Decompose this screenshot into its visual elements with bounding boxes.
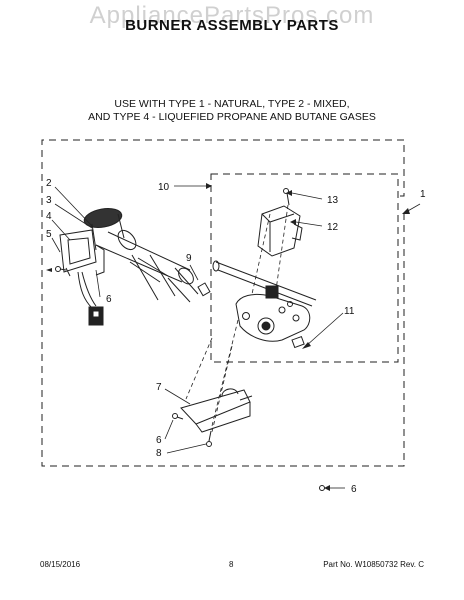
callout-13: 13	[327, 195, 339, 206]
callout-4: 4	[46, 211, 52, 222]
mounting-bracket	[172, 388, 330, 491]
valve-assembly	[212, 188, 317, 349]
igniter-wire	[77, 271, 104, 326]
callout-6-screw: 6	[351, 484, 357, 495]
alignment-lines	[185, 204, 289, 433]
leader-arrowheads	[46, 183, 410, 491]
igniter-bracket	[55, 229, 105, 277]
callout-10: 10	[158, 182, 170, 193]
callout-9: 9	[186, 253, 192, 264]
subtitle-line-1: USE WITH TYPE 1 - NATURAL, TYPE 2 - MIXE…	[114, 98, 350, 110]
callout-5: 5	[46, 229, 52, 240]
callout-11: 11	[344, 306, 355, 317]
valve-boundary	[210, 173, 399, 363]
footer-part-number: Part No. W10850732 Rev. C	[323, 560, 424, 569]
callout-6-bracket: 6	[156, 435, 162, 446]
callout-12: 12	[327, 222, 339, 233]
callout-3: 3	[46, 195, 52, 206]
page-title: BURNER ASSEMBLY PARTS	[125, 17, 339, 34]
watermark: AppliancePartsPros.com	[89, 2, 375, 29]
callout-2: 2	[46, 178, 52, 189]
subtitle-line-2: AND TYPE 4 - LIQUEFIED PROPANE AND BUTAN…	[88, 111, 376, 123]
callout-1: 1	[420, 189, 426, 200]
callout-6-wire: 6	[106, 294, 112, 305]
leader-lines	[51, 185, 421, 489]
footer-page-number: 8	[229, 560, 234, 569]
callout-7: 7	[156, 382, 162, 393]
footer-date: 08/15/2016	[40, 560, 81, 569]
assembly-boundary	[41, 139, 405, 467]
burner-tube	[83, 208, 211, 303]
callout-8: 8	[156, 448, 162, 459]
